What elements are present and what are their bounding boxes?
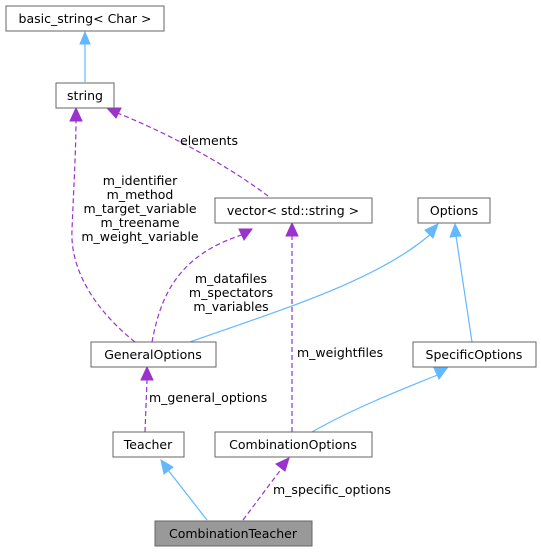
label-general-options-group: m_general_options bbox=[149, 390, 267, 405]
node-specific-options[interactable]: SpecificOptions bbox=[412, 341, 537, 368]
node-general-options-label: GeneralOptions bbox=[104, 347, 202, 362]
arrowhead-combination-options bbox=[275, 457, 290, 472]
edge-general-to-options bbox=[189, 231, 434, 343]
node-string-label: string bbox=[67, 88, 103, 103]
node-string[interactable]: string bbox=[55, 82, 115, 109]
arrowhead-vector-weightfiles bbox=[285, 221, 299, 237]
arrowhead-string-members bbox=[69, 106, 83, 122]
label-string-members-group: m_identifier m_method m_target_variable … bbox=[81, 173, 199, 244]
edge-combteacher-to-combination bbox=[242, 467, 283, 521]
edge-combination-to-specific bbox=[311, 373, 441, 433]
edge-specific-to-options bbox=[455, 235, 473, 343]
label-m-variables: m_variables bbox=[193, 299, 268, 314]
arrowhead-basic-string bbox=[79, 30, 91, 45]
arrowhead-general bbox=[140, 365, 154, 381]
edge-teacher-to-general bbox=[144, 379, 148, 433]
label-m-weight-variable: m_weight_variable bbox=[81, 229, 199, 244]
node-combination-options-label: CombinationOptions bbox=[229, 437, 357, 452]
label-specific-options-group: m_specific_options bbox=[273, 482, 391, 497]
arrowhead-options-from-specific bbox=[449, 222, 462, 238]
edge-combteacher-to-teacher bbox=[167, 469, 208, 521]
node-vector-string[interactable]: vector< std::string > bbox=[214, 197, 373, 224]
node-vector-string-label: vector< std::string > bbox=[227, 203, 359, 218]
arrowhead-specific bbox=[433, 366, 450, 380]
node-specific-options-label: SpecificOptions bbox=[426, 347, 523, 362]
node-teacher-label: Teacher bbox=[123, 437, 173, 452]
label-m-spectators: m_spectators bbox=[189, 285, 273, 300]
node-combination-options[interactable]: CombinationOptions bbox=[214, 431, 373, 458]
node-basic-string-label: basic_string< Char > bbox=[19, 11, 152, 26]
arrowhead-string-elements bbox=[105, 107, 122, 119]
label-m-identifier: m_identifier bbox=[103, 173, 178, 188]
label-m-datafiles: m_datafiles bbox=[195, 271, 267, 286]
arrowhead-options-from-general bbox=[424, 223, 439, 239]
label-m-treename: m_treename bbox=[100, 215, 179, 230]
arrowhead-teacher bbox=[160, 458, 174, 475]
edge-general-to-vector bbox=[151, 233, 246, 343]
node-teacher[interactable]: Teacher bbox=[112, 431, 185, 458]
node-general-options[interactable]: GeneralOptions bbox=[90, 341, 217, 368]
node-combination-teacher-label: CombinationTeacher bbox=[169, 526, 298, 541]
label-m-method: m_method bbox=[107, 187, 174, 202]
node-combination-teacher[interactable]: CombinationTeacher bbox=[154, 520, 313, 547]
node-basic-string[interactable]: basic_string< Char > bbox=[5, 5, 165, 32]
label-m-general-options: m_general_options bbox=[149, 390, 267, 405]
label-elements: elements bbox=[180, 133, 238, 148]
label-m-target-variable: m_target_variable bbox=[83, 201, 196, 216]
arrowhead-vector-members bbox=[238, 228, 253, 241]
label-vector-members-group: m_datafiles m_spectators m_variables bbox=[189, 271, 273, 314]
node-options[interactable]: Options bbox=[417, 197, 491, 224]
edge-general-to-string bbox=[71, 117, 136, 343]
node-options-label: Options bbox=[430, 203, 478, 218]
label-m-weightfiles: m_weightfiles bbox=[297, 345, 383, 360]
label-weightfiles-group: m_weightfiles bbox=[297, 345, 383, 360]
label-elements-group: elements bbox=[180, 133, 238, 148]
label-m-specific-options: m_specific_options bbox=[273, 482, 391, 497]
edge-vector-elements bbox=[114, 111, 269, 197]
